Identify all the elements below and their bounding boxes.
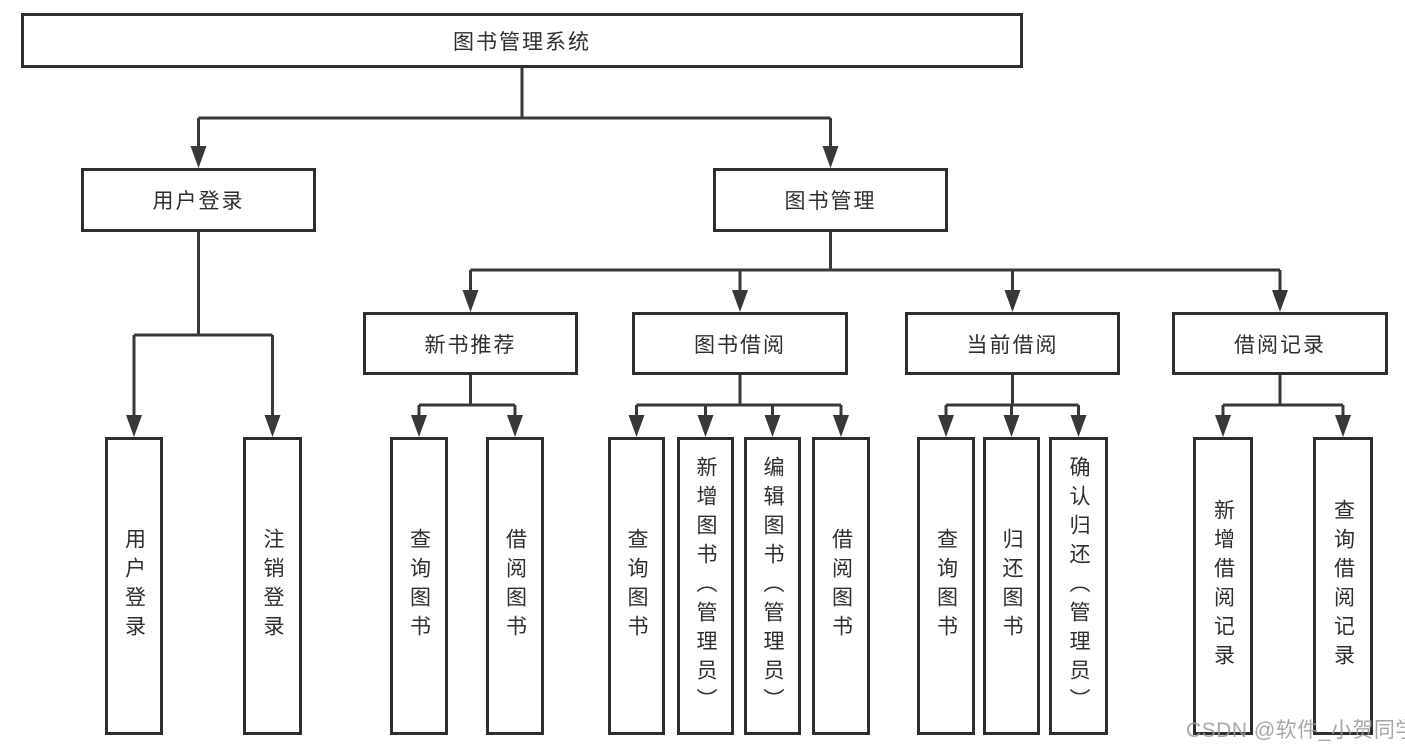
connector-borrow-records-children (1215, 375, 1351, 437)
leaf-query-books-borrow: 查询图书 (608, 437, 665, 735)
leaf-borrow-books-recommend: 借阅图书 (486, 437, 544, 735)
connector-new-book-children (411, 375, 523, 437)
node-book-borrowing: 图书借阅 (632, 312, 848, 375)
leaf-label: 查询图书 (625, 528, 648, 644)
node-library-management-system: 图书管理系统 (21, 13, 1023, 68)
leaf-label: 新增图书（管理员） (694, 455, 717, 717)
leaf-add-books-admin: 新增图书（管理员） (677, 437, 734, 735)
connector-root-to-level2 (190, 68, 839, 168)
leaf-confirm-return-admin: 确认归还（管理员） (1049, 437, 1108, 735)
leaf-label: 借阅图书 (503, 528, 527, 644)
leaf-label: 借阅图书 (829, 528, 853, 644)
leaf-label: 注销登录 (261, 528, 284, 644)
leaf-query-books-current: 查询图书 (917, 437, 975, 735)
connector-book-management-children (462, 232, 1288, 312)
leaf-label: 确认归还（管理员） (1067, 455, 1090, 717)
node-book-management: 图书管理 (713, 168, 948, 232)
leaf-label: 用户登录 (122, 528, 146, 644)
leaf-logout: 注销登录 (243, 437, 302, 735)
leaf-return-books: 归还图书 (983, 437, 1040, 735)
leaf-label: 查询图书 (407, 528, 431, 644)
node-borrowing-records: 借阅记录 (1172, 312, 1388, 375)
leaf-user-login: 用户登录 (105, 437, 163, 735)
leaf-label: 新增借阅记录 (1211, 499, 1235, 673)
leaf-label: 编辑图书（管理员） (761, 455, 784, 717)
leaf-borrow-books: 借阅图书 (812, 437, 870, 735)
node-user-login: 用户登录 (81, 168, 316, 232)
leaf-label: 归还图书 (1000, 528, 1023, 644)
leaf-query-books-recommend: 查询图书 (390, 437, 448, 735)
node-new-book-recommendation: 新书推荐 (363, 312, 578, 375)
node-current-borrowing: 当前借阅 (905, 312, 1120, 375)
leaf-add-borrow-record: 新增借阅记录 (1193, 437, 1253, 735)
leaf-query-borrow-record: 查询借阅记录 (1313, 437, 1373, 735)
connector-book-borrow-children (628, 375, 849, 437)
connector-current-borrow-children (938, 375, 1087, 437)
leaf-label: 查询借阅记录 (1331, 499, 1355, 673)
connector-user-login-children (126, 232, 281, 437)
leaf-label: 查询图书 (934, 528, 958, 644)
leaf-edit-books-admin: 编辑图书（管理员） (744, 437, 801, 735)
csdn-watermark: CSDN @软件_小贺同学 (1186, 719, 1405, 742)
